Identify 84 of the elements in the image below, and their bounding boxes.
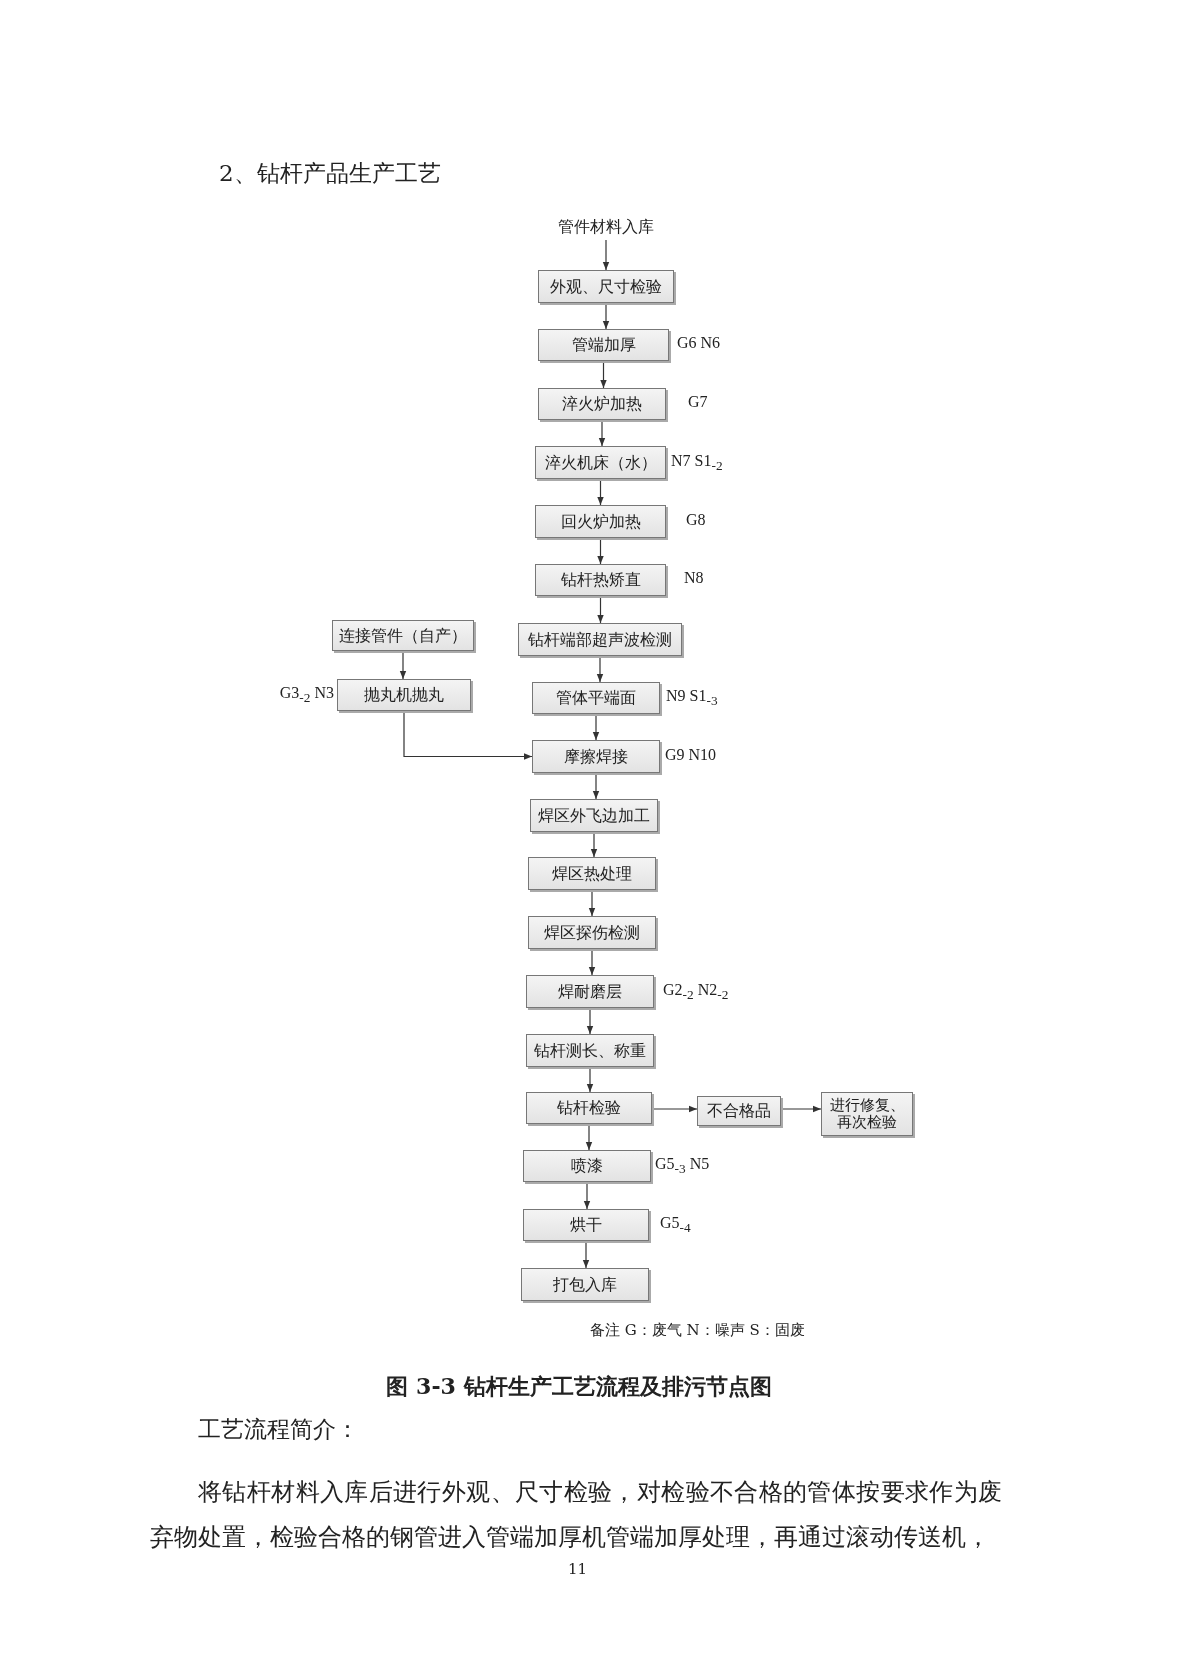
step-label: 进行修复、再次检验 <box>828 1096 906 1132</box>
step-label: 焊耐磨层 <box>558 981 622 1002</box>
process-box <box>528 916 656 949</box>
step-label: 钻杆测长、称重 <box>534 1040 646 1061</box>
process-box <box>332 620 474 651</box>
process-box <box>532 682 660 714</box>
step-label: 外观、尺寸检验 <box>550 276 662 297</box>
arrow <box>600 360 607 389</box>
arrow <box>590 831 598 858</box>
process-box <box>523 1150 651 1182</box>
section-heading: 2、钻杆产品生产工艺 <box>219 159 441 188</box>
emission-code: G8 <box>686 510 706 529</box>
process-box <box>526 975 654 1008</box>
process-box <box>697 1096 781 1126</box>
arrow <box>588 948 596 976</box>
step-label: 管体平端面 <box>556 688 636 708</box>
arrow <box>602 302 610 330</box>
step-label: 管件材料入库 <box>558 217 654 237</box>
step-label: 管端加厚 <box>571 335 636 355</box>
step-label: 焊区探伤检测 <box>544 922 640 943</box>
emission-code: N7 S1$_{-2}$ <box>671 451 723 474</box>
arrow <box>583 1181 591 1210</box>
arrow <box>586 1007 594 1035</box>
process-box <box>521 1268 649 1301</box>
arrow <box>597 595 604 624</box>
process-box <box>538 388 666 420</box>
step-label: 喷漆 <box>571 1156 603 1176</box>
process-box <box>337 679 471 711</box>
emission-code: G2$_{-2}$ N2$_{-2}$ <box>663 980 729 1003</box>
step-label: 焊区热处理 <box>552 863 632 884</box>
process-box <box>526 1034 654 1067</box>
step-label: 连接管件（自产） <box>339 625 467 646</box>
emission-code: G6 N6 <box>677 334 721 352</box>
arrow <box>586 1066 594 1093</box>
step-label: 回火炉加热 <box>560 511 641 532</box>
step-label: 焊区外飞边加工 <box>538 805 650 826</box>
arrow <box>602 239 610 271</box>
emission-code: G5$_{-4}$ <box>660 1214 691 1237</box>
process-box <box>518 623 682 656</box>
emission-code: G5$_{-3}$ N5 <box>655 1155 710 1178</box>
step-label: 淬火机床（水） <box>544 452 657 473</box>
arrow <box>780 1105 822 1113</box>
step-label: 不合格品 <box>707 1101 771 1121</box>
emission-code: G9 N10 <box>665 745 717 764</box>
process-box <box>538 329 669 361</box>
arrow <box>399 650 407 680</box>
step-label: 淬火炉加热 <box>562 394 642 414</box>
arrow <box>596 655 604 683</box>
arrow <box>598 419 606 447</box>
arrow <box>597 478 604 506</box>
arrow <box>597 537 604 565</box>
process-box <box>821 1092 913 1136</box>
arrow <box>582 1240 590 1269</box>
arrow <box>588 889 596 917</box>
page-number: 11 <box>568 1560 588 1578</box>
section-subheading: 工艺流程简介： <box>198 1415 359 1444</box>
emission-code: G7 <box>688 393 708 411</box>
process-box <box>535 505 666 538</box>
step-label: 抛丸机抛丸 <box>364 685 444 705</box>
process-box <box>526 1092 652 1124</box>
process-box <box>528 857 656 890</box>
process-box <box>532 740 660 773</box>
step-label: 钻杆热矫直 <box>560 570 641 590</box>
step-label: 烘干 <box>570 1215 602 1235</box>
step-label: 钻杆检验 <box>557 1098 621 1118</box>
arrow <box>585 1123 593 1151</box>
process-box <box>535 564 666 596</box>
emission-code: N9 S1$_{-3}$ <box>666 687 718 710</box>
figure-caption: 图 3-3 钻杆生产工艺流程及排污节点图 <box>385 1372 773 1401</box>
arrow <box>651 1105 698 1113</box>
arrow <box>592 713 600 741</box>
step-label: 摩擦焊接 <box>564 746 628 767</box>
process-box <box>530 799 658 832</box>
emission-code: N8 <box>684 569 704 587</box>
legend-note: 备注 G：废气 N：噪声 S：固废 <box>590 1321 805 1340</box>
emission-code: G3$_{-2}$ N3 <box>279 684 334 707</box>
arrow <box>403 710 533 760</box>
step-label: 钻杆端部超声波检测 <box>528 629 672 650</box>
body-paragraph: 将钻杆材料入库后进行外观、尺寸检验，对检验不合格的管体按要求作为废弃物处置，检验合格的钢管进入管端加厚机管端加厚处理，再通过滚动传送机， <box>150 1477 1002 1553</box>
process-box <box>535 446 666 479</box>
step-label: 打包入库 <box>553 1274 617 1295</box>
process-box <box>538 270 674 303</box>
arrow <box>592 772 600 800</box>
process-box <box>523 1209 649 1241</box>
